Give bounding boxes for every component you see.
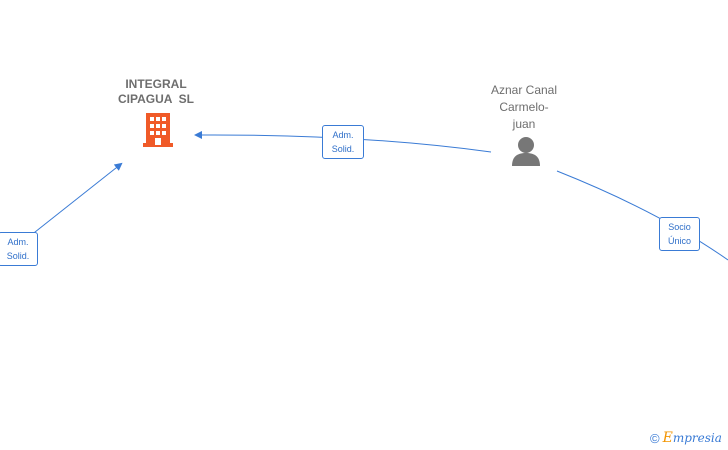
edge-label-line1: Socio <box>668 222 691 232</box>
company-name-line1: INTEGRAL <box>125 77 187 91</box>
person-name-line2: Carmelo- <box>499 100 549 114</box>
empresia-logo[interactable]: Empresia <box>663 430 722 446</box>
edge-label-person-company[interactable]: Adm. Solid. <box>322 125 364 159</box>
brand-rest: mpresia <box>672 431 722 445</box>
edge-label-line1: Adm. <box>332 130 354 140</box>
company-node-label[interactable]: INTEGRAL CIPAGUA SL <box>106 77 206 107</box>
person-icon[interactable] <box>512 137 540 166</box>
edge-label-line2: Solid. <box>331 144 355 154</box>
copyright-footer: © Empresia <box>650 430 722 446</box>
copyright-icon: © <box>650 430 660 446</box>
edge-label-person-right[interactable]: Socio Único <box>659 217 700 251</box>
company-name-line2: CIPAGUA SL <box>117 92 194 106</box>
person-name-line3: juan <box>512 117 536 131</box>
building-icon[interactable] <box>143 113 173 147</box>
person-node-label[interactable]: Aznar Canal Carmelo- juan <box>474 82 574 133</box>
person-name-line1: Aznar Canal <box>490 83 558 97</box>
edge-label-line1: Adm. <box>7 237 29 247</box>
edge-label-line2: Solid. <box>6 251 30 261</box>
edge-label-left-company[interactable]: Adm. Solid. <box>0 232 38 266</box>
edge-label-line2: Único <box>667 236 691 246</box>
brand-initial: E <box>662 430 673 446</box>
edge-left-to-company <box>29 162 123 237</box>
edge-person-to-right <box>556 170 728 261</box>
